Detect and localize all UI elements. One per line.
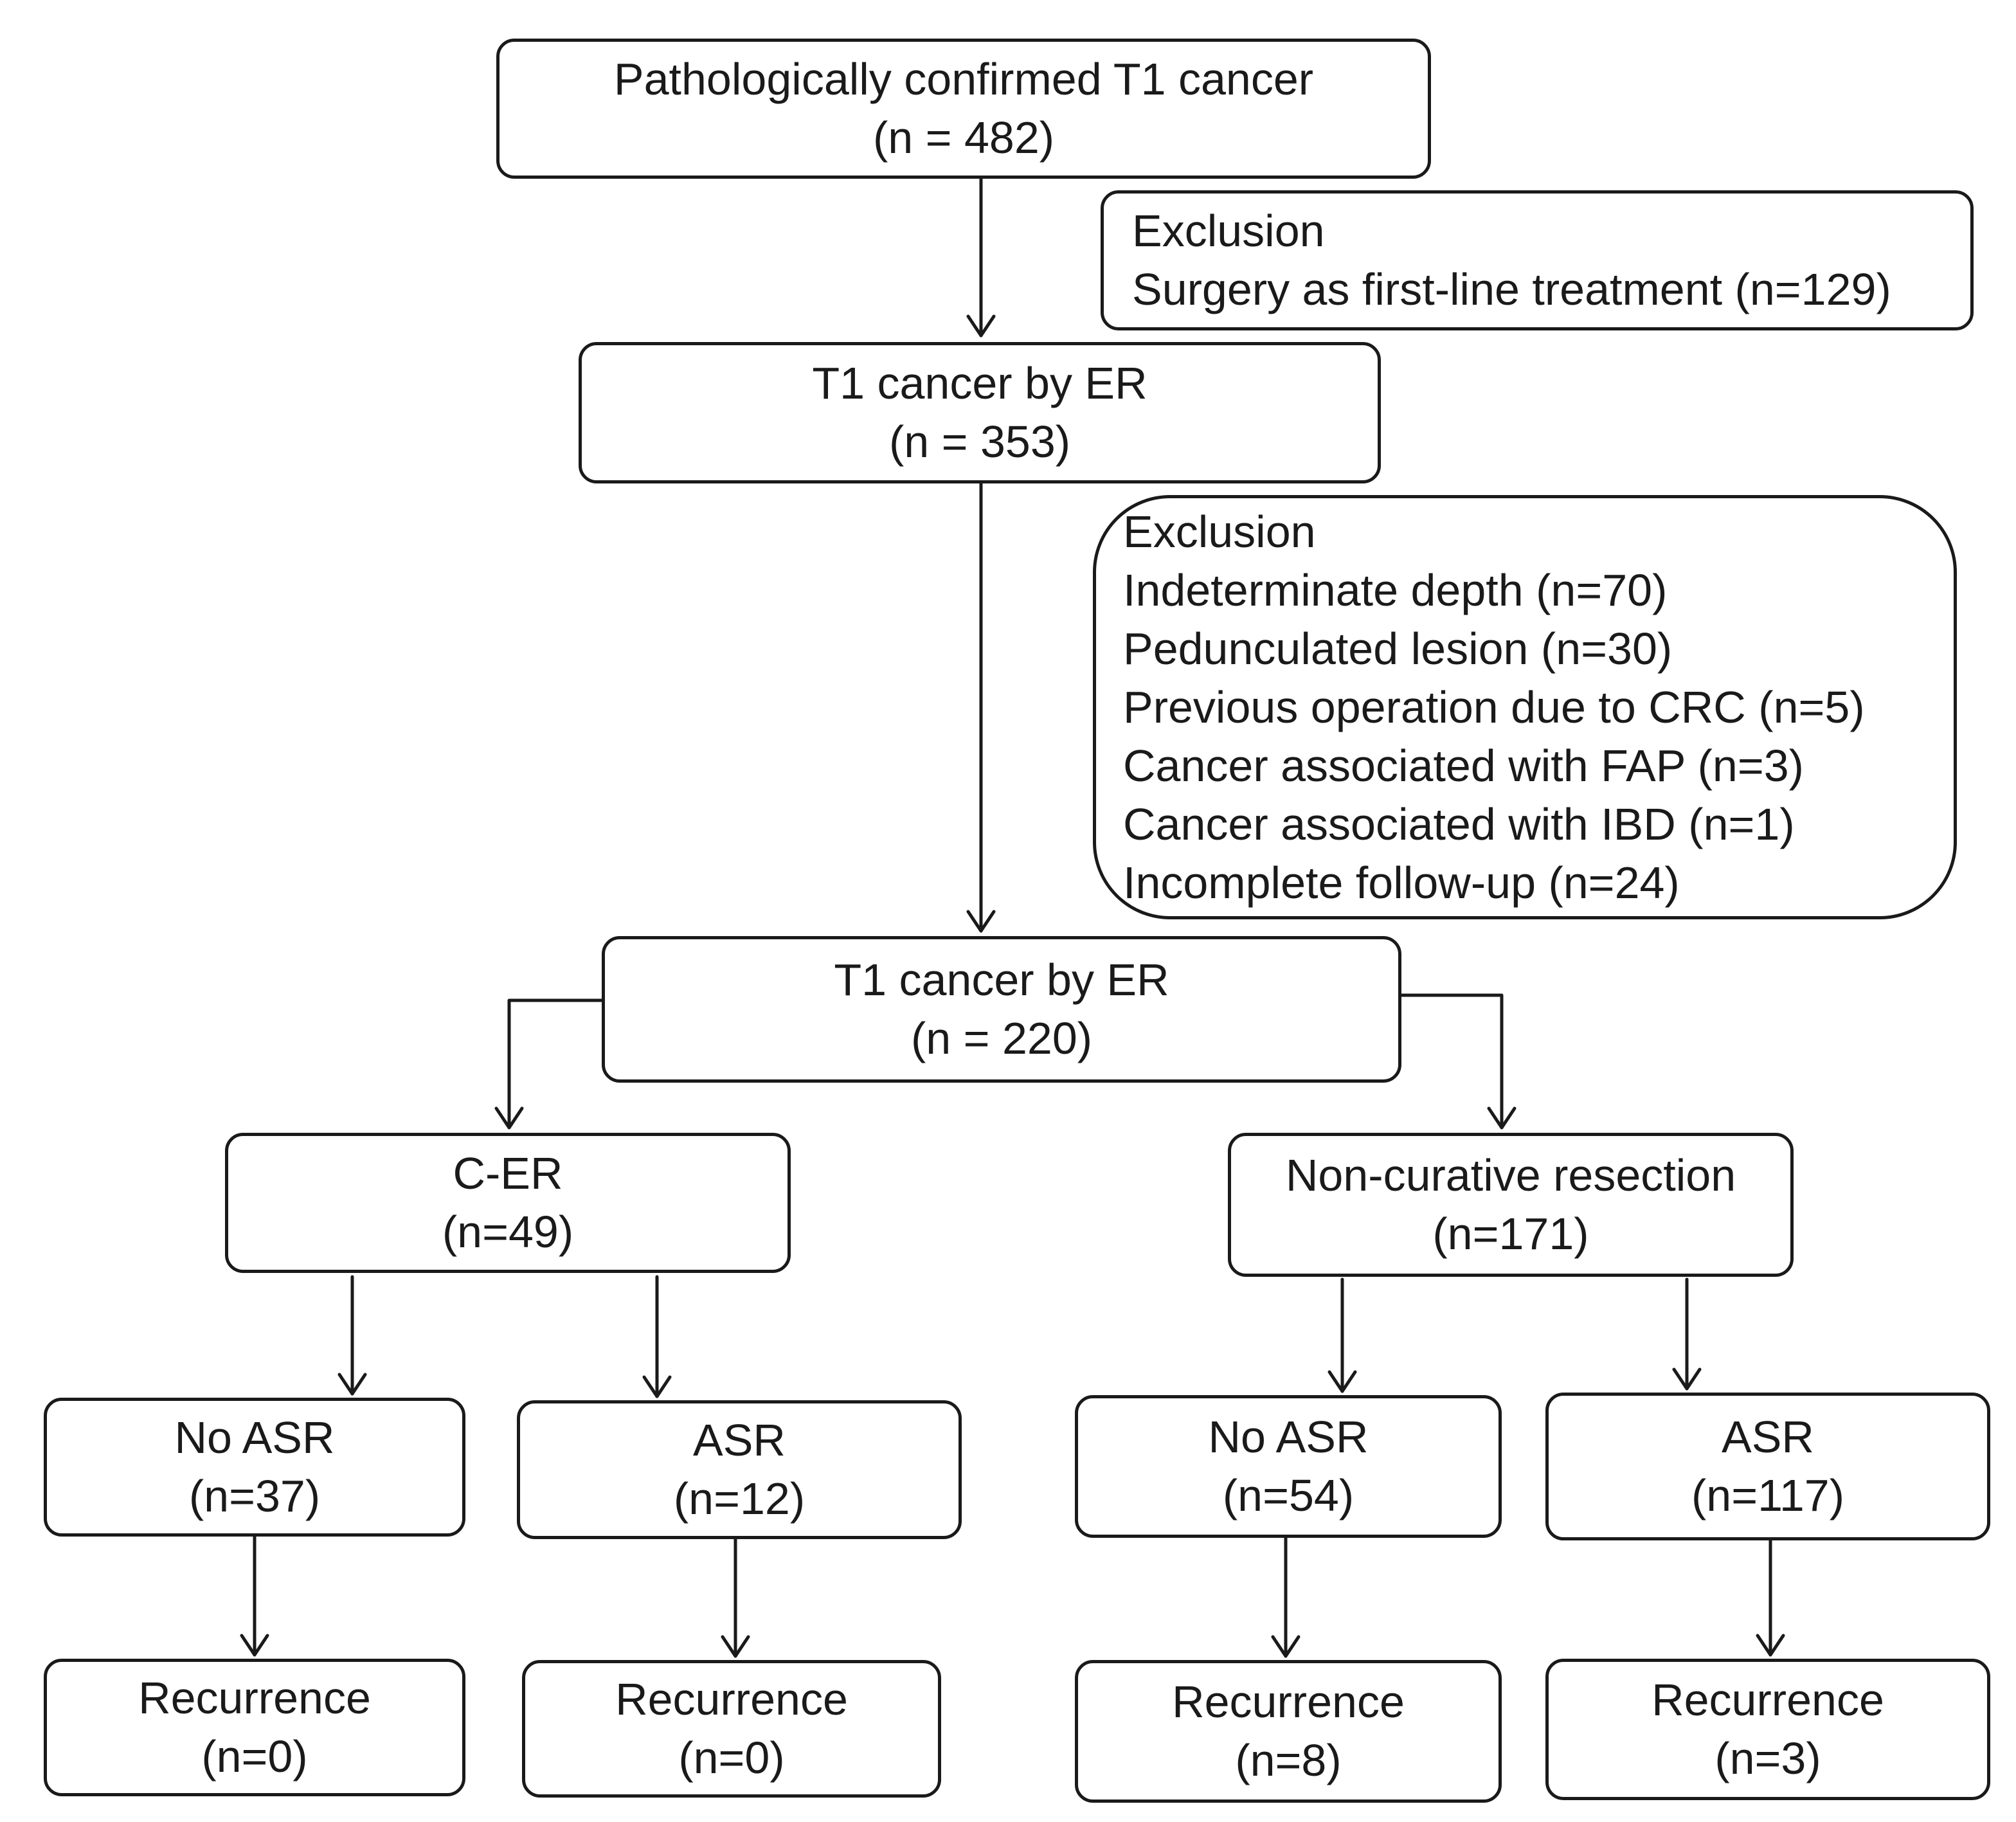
recurrence-count: (n=0) (201, 1731, 308, 1781)
recurrence-title: Recurrence (1652, 1675, 1884, 1725)
arrowhead-cer-no-asr (338, 1373, 367, 1396)
cer-no-asr-count: (n=37) (188, 1471, 321, 1521)
arrowhead-nc-no-asr (1328, 1370, 1357, 1393)
arrow-er2-to-cer (507, 998, 605, 1130)
noncurative-box: Non-curative resection (n=171) (1228, 1133, 1794, 1277)
nc-asr-count: (n=117) (1691, 1470, 1845, 1520)
exclusion-1-item: Surgery as first-line treatment (n=129) (1132, 264, 1891, 314)
arrowhead-rec3 (1271, 1635, 1300, 1658)
recurrence-count: (n=3) (1715, 1733, 1821, 1783)
recurrence-title: Recurrence (1172, 1677, 1405, 1727)
exclusion-2-heading: Exclusion (1123, 506, 1316, 557)
nc-no-asr-count: (n=54) (1222, 1470, 1354, 1520)
exclusion-2-item: Incomplete follow-up (n=24) (1123, 857, 1680, 908)
nc-asr-title: ASR (1722, 1412, 1814, 1462)
recurrence-count: (n=8) (1235, 1735, 1342, 1785)
cer-box: C-ER (n=49) (225, 1133, 791, 1273)
start-box: Pathologically confirmed T1 cancer (n = … (496, 39, 1431, 179)
cer-no-asr-box: No ASR (n=37) (44, 1398, 465, 1537)
cer-asr-title: ASR (693, 1415, 786, 1465)
arrowhead-rec2 (721, 1635, 750, 1658)
noncurative-title: Non-curative resection (1285, 1150, 1736, 1200)
exclusion-2-item: Cancer associated with FAP (n=3) (1123, 740, 1804, 791)
exclusion-2-item: Indeterminate depth (n=70) (1123, 564, 1668, 615)
start-count: (n = 482) (872, 113, 1055, 163)
er1-title: T1 cancer by ER (812, 358, 1148, 408)
exclusion-box-2: Exclusion Indeterminate depth (n=70) Ped… (1093, 495, 1957, 919)
recurrence-count: (n=0) (678, 1733, 785, 1783)
arrowhead-nc-asr (1672, 1367, 1702, 1391)
arrowhead-rec1 (240, 1634, 269, 1657)
arrowhead-cer (494, 1106, 524, 1130)
nc-no-asr-title: No ASR (1208, 1412, 1369, 1462)
er2-count: (n = 220) (910, 1013, 1093, 1063)
exclusion-2-item: Pedunculated lesion (n=30) (1123, 623, 1673, 674)
arrowhead-er2 (966, 910, 996, 933)
cer-title: C-ER (453, 1148, 563, 1198)
er1-count: (n = 353) (888, 417, 1071, 467)
exclusion-2-item: Cancer associated with IBD (n=1) (1123, 798, 1795, 849)
cer-asr-box: ASR (n=12) (517, 1400, 962, 1539)
recurrence-title: Recurrence (615, 1674, 848, 1724)
exclusion-box-1: Exclusion Surgery as first-line treatmen… (1101, 190, 1974, 330)
arrow-er2-to-noncurative (1397, 993, 1504, 1130)
arrowhead-cer-asr (642, 1375, 672, 1398)
recurrence-box-cer-asr: Recurrence (n=0) (522, 1660, 941, 1798)
noncurative-count: (n=171) (1432, 1209, 1589, 1259)
recurrence-box-cer-no-asr: Recurrence (n=0) (44, 1659, 465, 1796)
start-title: Pathologically confirmed T1 cancer (613, 54, 1314, 104)
arrowhead-noncurative (1487, 1106, 1516, 1130)
recurrence-box-nc-asr: Recurrence (n=3) (1545, 1659, 1990, 1800)
arrowhead-er1 (966, 314, 996, 338)
exclusion-2-item: Previous operation due to CRC (n=5) (1123, 681, 1865, 732)
recurrence-title: Recurrence (138, 1673, 371, 1723)
nc-asr-box: ASR (n=117) (1545, 1393, 1990, 1540)
arrowhead-rec4 (1756, 1634, 1785, 1657)
exclusion-1-heading: Exclusion (1132, 206, 1325, 256)
er-box-353: T1 cancer by ER (n = 353) (579, 342, 1381, 483)
cer-no-asr-title: No ASR (174, 1412, 335, 1463)
nc-no-asr-box: No ASR (n=54) (1075, 1395, 1502, 1538)
er-box-220: T1 cancer by ER (n = 220) (602, 936, 1401, 1083)
recurrence-box-nc-no-asr: Recurrence (n=8) (1075, 1660, 1502, 1803)
cer-count: (n=49) (442, 1207, 574, 1257)
cer-asr-count: (n=12) (673, 1474, 806, 1524)
er2-title: T1 cancer by ER (834, 955, 1169, 1005)
